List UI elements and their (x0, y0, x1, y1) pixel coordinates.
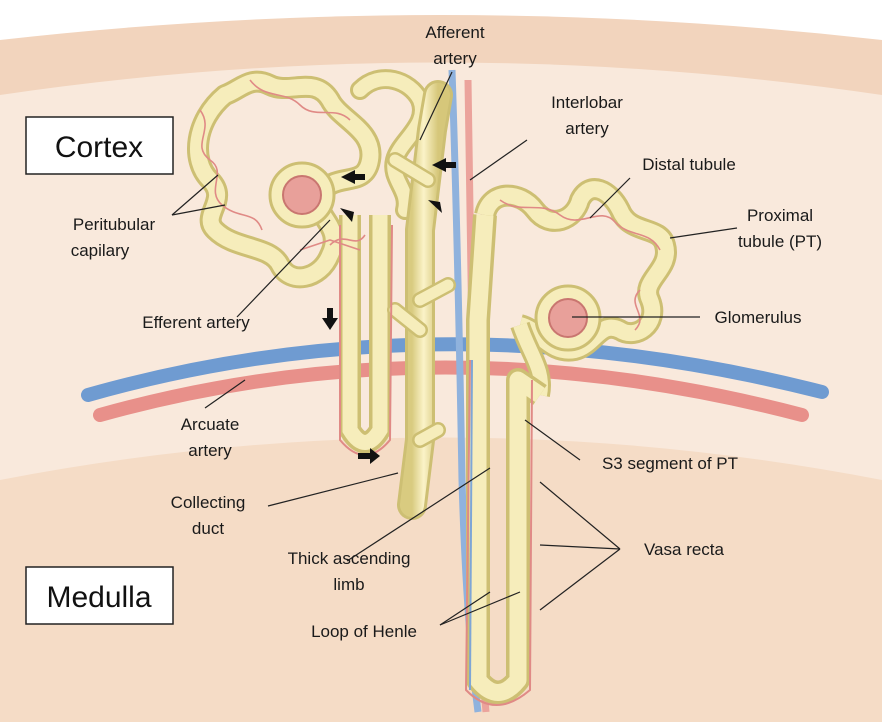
label-interlobar-line2: artery (565, 119, 609, 138)
label-proximal-line1: Proximal (747, 206, 813, 225)
label-thick-ascending-line1: Thick ascending (288, 549, 411, 568)
label-proximal-line2: tubule (PT) (738, 232, 822, 251)
label-arcuate-line2: artery (188, 441, 232, 460)
label-afferent-line2: artery (433, 49, 477, 68)
label-vasa-recta: Vasa recta (644, 540, 725, 559)
cortex-label: Cortex (55, 131, 143, 164)
label-s3-segment: S3 segment of PT (602, 454, 738, 473)
label-thick-ascending-line2: limb (333, 575, 364, 594)
medulla-label: Medulla (46, 581, 151, 614)
label-collecting-line1: Collecting (171, 493, 246, 512)
left-glomerulus (283, 176, 321, 214)
label-arcuate-line1: Arcuate (181, 415, 240, 434)
label-peritubular-line1: Peritubular (73, 215, 156, 234)
label-afferent-line1: Afferent (425, 23, 485, 42)
label-loop-of-henle: Loop of Henle (311, 622, 417, 641)
label-glomerulus: Glomerulus (715, 308, 802, 327)
right-glomerulus (549, 299, 587, 337)
label-collecting-line2: duct (192, 519, 224, 538)
label-interlobar-line1: Interlobar (551, 93, 623, 112)
label-efferent-artery: Efferent artery (142, 313, 250, 332)
label-peritubular-line2: capilary (71, 241, 130, 260)
label-distal-tubule: Distal tubule (642, 155, 736, 174)
